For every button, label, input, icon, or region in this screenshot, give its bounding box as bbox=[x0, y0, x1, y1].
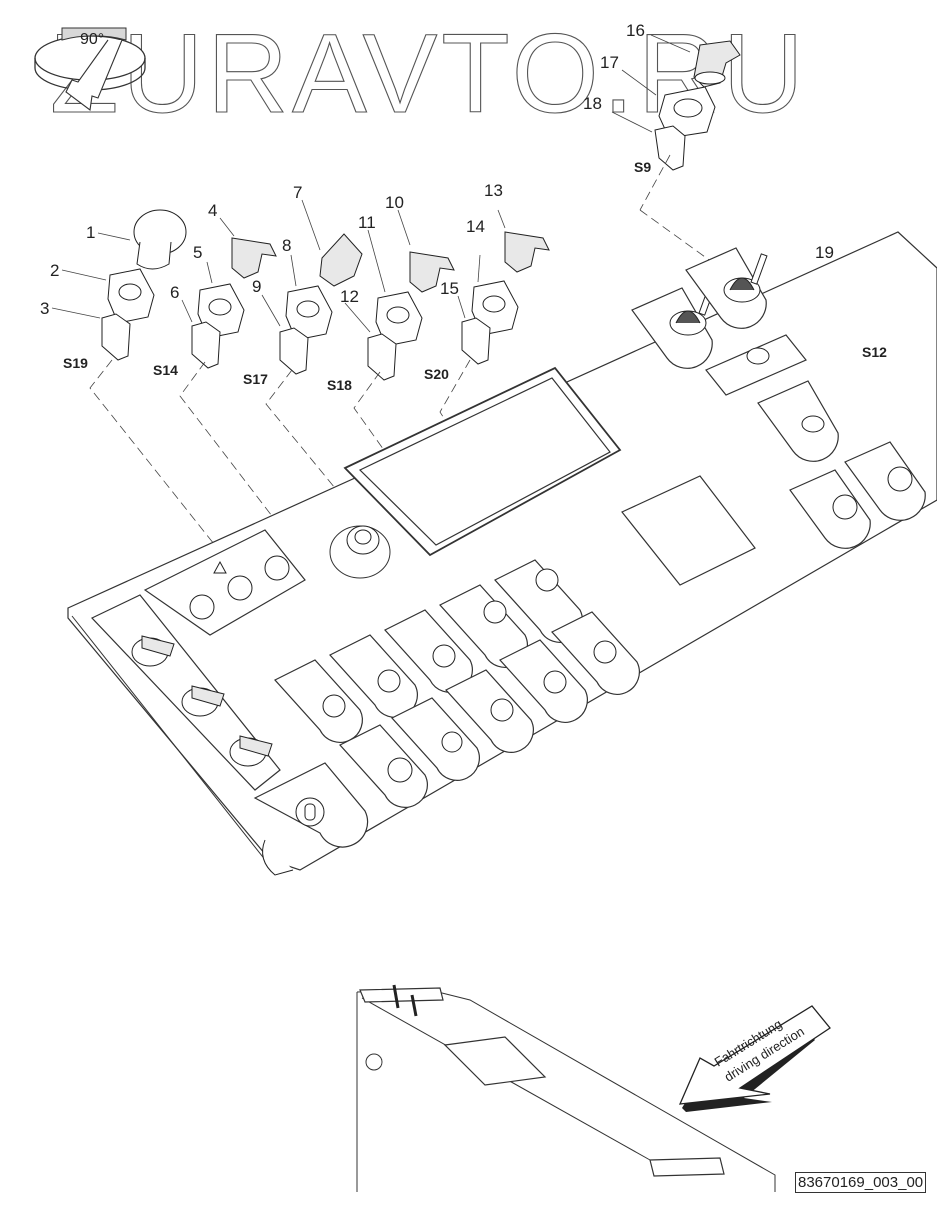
overview-display bbox=[443, 1036, 547, 1086]
button-plate-row-upper bbox=[143, 529, 306, 636]
key-switch-plate bbox=[253, 762, 369, 848]
designator-s19: S19 bbox=[63, 355, 88, 371]
button-plates bbox=[253, 559, 640, 848]
callout-9: 9 bbox=[252, 277, 261, 296]
holder-2 bbox=[107, 268, 155, 324]
joystick-plate-2 bbox=[685, 247, 768, 329]
overview-mount-hole bbox=[365, 1053, 383, 1071]
rotary-selector-strip bbox=[90, 594, 281, 791]
holder-8 bbox=[285, 285, 333, 341]
designator-s18: S18 bbox=[327, 377, 352, 393]
callout-13: 13 bbox=[484, 181, 503, 200]
callout-2: 2 bbox=[50, 261, 59, 280]
contact-element-6 bbox=[191, 321, 221, 369]
contact-element-3 bbox=[101, 313, 131, 361]
selector-head-7 bbox=[319, 233, 363, 287]
rotary-selector-2 bbox=[181, 685, 225, 717]
emergency-stop-head-1 bbox=[133, 209, 187, 270]
button-plate-lower-5 bbox=[551, 611, 640, 695]
drawing-number: 83670169_003_00 bbox=[795, 1172, 927, 1193]
holder-11 bbox=[375, 291, 423, 347]
callout-10: 10 bbox=[385, 193, 404, 212]
designator-s14: S14 bbox=[153, 362, 178, 378]
button-plate-lower-4 bbox=[499, 639, 588, 723]
button-hole bbox=[227, 575, 253, 601]
rotary-selector-3 bbox=[229, 735, 273, 767]
callout-5: 5 bbox=[193, 243, 202, 262]
warning-triangle-icon bbox=[213, 560, 227, 574]
button-plate-lights bbox=[329, 634, 418, 718]
display-screen bbox=[343, 366, 622, 557]
selector-head-13 bbox=[504, 231, 550, 273]
contact-element-12 bbox=[367, 333, 397, 381]
button-plate-lower-3 bbox=[445, 669, 534, 753]
emergency-stop-button bbox=[329, 525, 391, 579]
joystick-plates bbox=[631, 247, 926, 549]
callout-1: 1 bbox=[86, 223, 95, 242]
contact-element-15 bbox=[461, 317, 491, 365]
rotary-selector-1 bbox=[131, 635, 175, 667]
button-plate-lift-2 bbox=[844, 441, 926, 521]
callout-14: 14 bbox=[466, 217, 485, 236]
rotation-badge: 90° bbox=[34, 27, 146, 111]
callout-4: 4 bbox=[208, 201, 217, 220]
callout-19: 19 bbox=[815, 243, 834, 262]
button-plate-lower-1 bbox=[339, 724, 428, 808]
callout-12: 12 bbox=[340, 287, 359, 306]
callout-8: 8 bbox=[282, 236, 291, 255]
toggle-plate bbox=[705, 334, 807, 396]
contact-block-holder-17 bbox=[658, 86, 716, 139]
joystick-plate-3 bbox=[757, 380, 839, 462]
control-panel bbox=[67, 231, 937, 876]
driving-direction-arrow: Fahrtrichtung driving direction bbox=[678, 1005, 831, 1112]
button-plate-lower-2 bbox=[391, 697, 480, 781]
button-hole bbox=[264, 555, 290, 581]
overview-end-cap bbox=[359, 987, 444, 1003]
joystick-plate-1 bbox=[631, 284, 716, 369]
contact-element-18 bbox=[654, 125, 686, 171]
selector-head-4 bbox=[231, 237, 277, 279]
panel-connector bbox=[262, 839, 294, 876]
callout-7: 7 bbox=[293, 183, 302, 202]
switch-group-s9 bbox=[611, 34, 741, 276]
callout-18: 18 bbox=[583, 94, 602, 113]
button-hole bbox=[189, 594, 215, 620]
button-plate-lift-1 bbox=[789, 469, 871, 549]
callout-17: 17 bbox=[600, 53, 619, 72]
callout-6: 6 bbox=[170, 283, 179, 302]
designator-s12: S12 bbox=[862, 344, 887, 360]
contact-element-9 bbox=[279, 327, 309, 375]
switch-designators: S19 S14 S17 S18 S20 S9 S12 bbox=[63, 159, 887, 393]
holder-14 bbox=[471, 280, 519, 336]
overview-end-cap bbox=[649, 1157, 725, 1177]
designator-s9: S9 bbox=[634, 159, 651, 175]
button-plate-mast bbox=[384, 609, 473, 693]
installation-overview bbox=[356, 984, 776, 1192]
selector-head-10 bbox=[409, 251, 455, 293]
button-plate-fuel bbox=[494, 559, 583, 643]
selector-head-16 bbox=[693, 40, 741, 88]
rotate-90-arrow-icon bbox=[34, 27, 146, 111]
callout-labels: 1 2 3 4 5 6 7 8 9 10 11 12 13 14 15 16 1… bbox=[40, 21, 834, 318]
button-plate-warning bbox=[143, 529, 306, 636]
callout-15: 15 bbox=[440, 279, 459, 298]
callout-11: 11 bbox=[358, 213, 376, 232]
designator-s20: S20 bbox=[424, 366, 449, 382]
rotation-angle-label: 90° bbox=[80, 31, 104, 48]
blank-cover-plate bbox=[621, 475, 756, 586]
callout-16: 16 bbox=[626, 21, 645, 40]
designator-s17: S17 bbox=[243, 371, 268, 387]
callout-3: 3 bbox=[40, 299, 49, 318]
